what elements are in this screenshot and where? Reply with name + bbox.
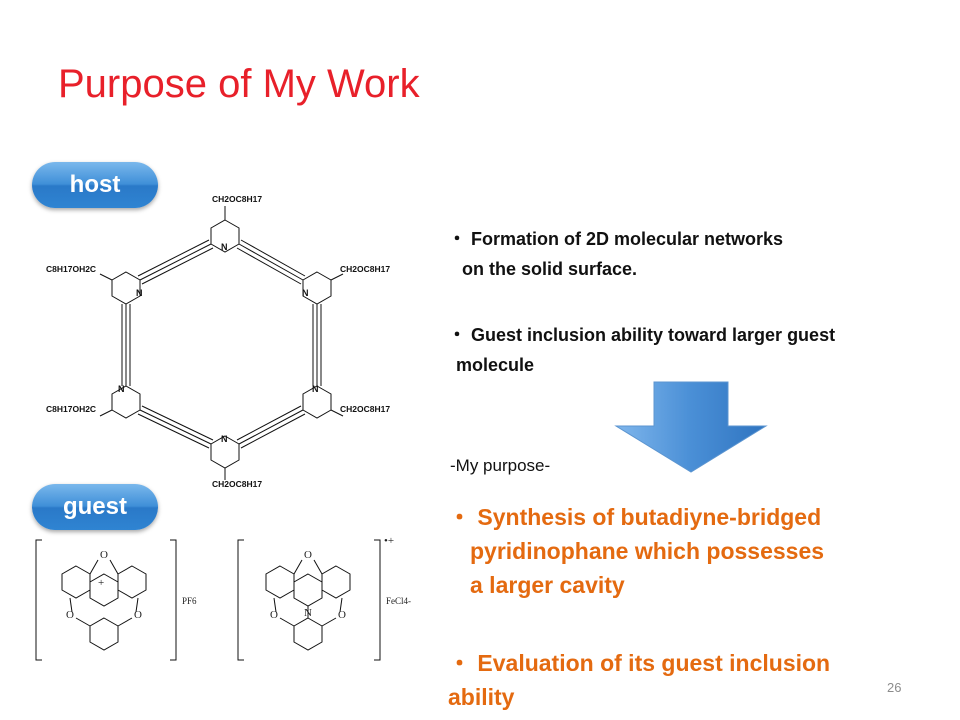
guest-label: guest: [32, 484, 158, 530]
host-macrocycle-structure: CH2OC8H17 CH2OC8H17 CH2OC8H17 CH2OC8H17 …: [46, 194, 390, 489]
purpose-synthesis-line1: ・ Synthesis of butadiyne-bridged: [448, 504, 822, 530]
ring-n-lower-right: N: [312, 384, 319, 394]
atom-o-right-left: O: [270, 609, 278, 621]
bullet-guest-inclusion-line1: ・ Guest inclusion ability toward larger …: [448, 325, 836, 345]
substituent-bottom: CH2OC8H17: [212, 479, 262, 489]
bullet-networks-line2: on the solid surface.: [462, 259, 638, 279]
substituent-lower-right: CH2OC8H17: [340, 404, 390, 414]
purpose-synthesis-line2: pyridinophane which possesses: [470, 538, 825, 564]
page-number: 26: [887, 680, 902, 695]
atom-o-left-top: O: [100, 549, 108, 561]
bullet-networks-line1: ・ Formation of 2D molecular networks: [448, 229, 784, 249]
purpose-evaluation-line1: ・ Evaluation of its guest inclusion: [448, 650, 831, 676]
left-cation-charge: +: [98, 577, 104, 589]
atom-n-right-center: N: [304, 607, 312, 619]
right-counterion: FeCl4-: [386, 596, 411, 606]
atom-o-left-left: O: [66, 609, 74, 621]
atom-o-left-right: O: [134, 609, 142, 621]
atom-o-right-right: O: [338, 609, 346, 621]
purpose-evaluation-line2: ability: [448, 684, 515, 710]
atom-o-right-top: O: [304, 549, 312, 561]
ring-n-upper-left: N: [136, 288, 143, 298]
down-arrow-icon: [614, 381, 768, 473]
host-label: host: [32, 162, 158, 208]
substituent-lower-left: C8H17OH2C: [46, 404, 96, 414]
substituent-upper-left: C8H17OH2C: [46, 264, 96, 274]
ring-n-upper-right: N: [302, 288, 309, 298]
substituent-upper-right: CH2OC8H17: [340, 264, 390, 274]
bullet-guest-inclusion-line2: molecule: [456, 355, 535, 375]
slide-title: Purpose of My Work: [58, 62, 420, 106]
ring-n-top: N: [221, 242, 228, 252]
guest-structures: O O O + PF6 O O O N •+ FeCl4-: [35, 535, 411, 661]
ring-n-bottom: N: [221, 434, 228, 444]
substituent-top: CH2OC8H17: [212, 194, 262, 204]
my-purpose-label: -My purpose-: [450, 456, 551, 475]
right-cation-charge: •+: [384, 535, 394, 547]
left-counterion: PF6: [182, 596, 197, 606]
purpose-synthesis-line3: a larger cavity: [470, 572, 625, 598]
ring-n-lower-left: N: [118, 384, 125, 394]
